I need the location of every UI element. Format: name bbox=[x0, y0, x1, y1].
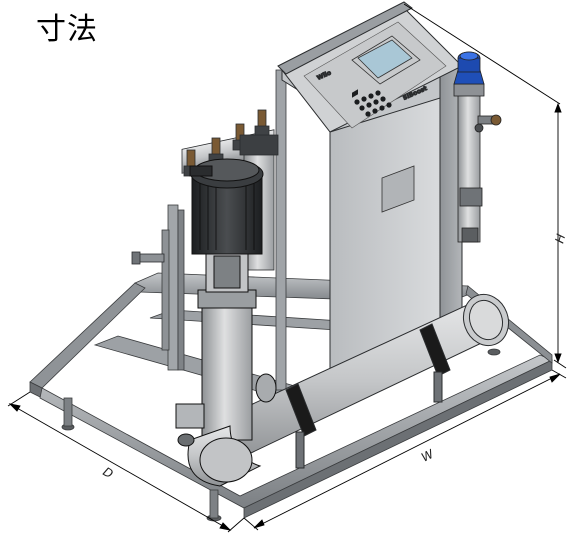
cabinet-window bbox=[381, 165, 415, 213]
dimension-lines bbox=[7, 3, 567, 533]
page-title: 寸法 bbox=[36, 12, 98, 47]
frame-posts bbox=[161, 69, 287, 391]
height-label: H bbox=[552, 232, 568, 244]
vertical-pump bbox=[175, 158, 277, 487]
pressure-vessel-valve bbox=[453, 51, 502, 243]
gauge-valve-4 bbox=[254, 109, 270, 137]
pipe-clamp-1 bbox=[285, 383, 317, 437]
pipe-clamp-2 bbox=[419, 323, 451, 377]
display-screen bbox=[357, 39, 413, 79]
keypad bbox=[352, 89, 392, 117]
control-cabinet: Wilo SiBoost bbox=[277, 1, 463, 385]
depth-label: D bbox=[101, 464, 116, 481]
width-label: W bbox=[419, 446, 437, 464]
